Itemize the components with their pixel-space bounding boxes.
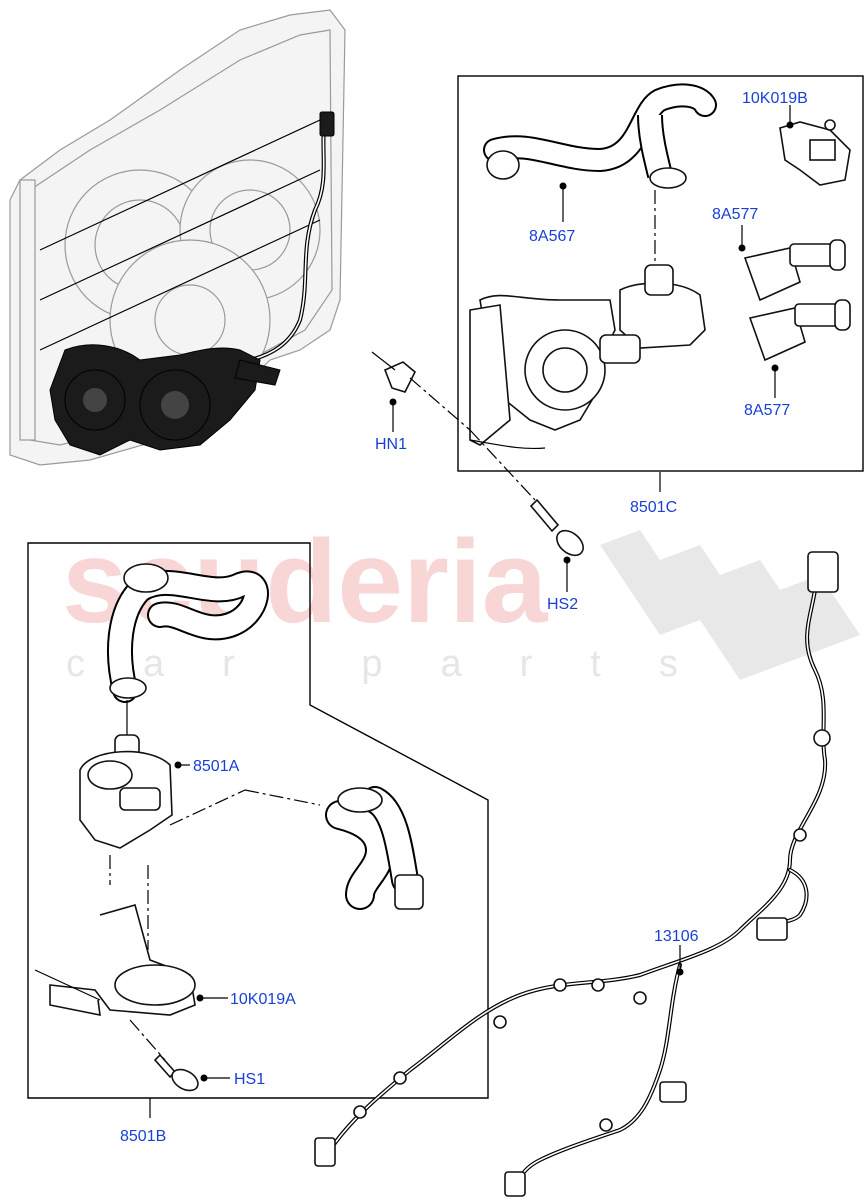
assembly-frame-8501b: [27, 542, 489, 1099]
pump-assembly-8501c: [469, 264, 706, 450]
bolt-hs2: [469, 429, 584, 557]
callout-10k019a: 10K019A: [230, 991, 296, 1008]
watermark-tagline: car parts: [66, 643, 736, 685]
hose-lower-8501b: [325, 786, 424, 910]
connector-line: [244, 789, 321, 806]
radiator-fan-assembly: [9, 9, 346, 466]
callout-10k019b: 10K019B: [742, 90, 808, 107]
callout-8a577-top: 8A577: [712, 206, 758, 223]
sensor-8a577-top: [743, 239, 846, 302]
callout-8501b: 8501B: [120, 1128, 166, 1145]
callout-hs2: HS2: [547, 596, 578, 613]
assembly-frame-8501c: [457, 75, 864, 472]
callout-hn1: HN1: [375, 436, 407, 453]
callout-hs1: HS1: [234, 1071, 265, 1088]
callout-8a567: 8A567: [529, 228, 575, 245]
bracket-10k019b: [779, 119, 851, 186]
callout-8a577-bottom: 8A577: [744, 402, 790, 419]
watermark: scuderia car parts: [62, 516, 860, 685]
watermark-checker: [600, 530, 860, 680]
hose-upper-8501b: [107, 563, 269, 703]
callout-8501c: 8501C: [630, 499, 677, 516]
sensor-8a577-bottom: [748, 299, 851, 362]
leader-lines: [149, 105, 794, 1118]
connector-line: [169, 789, 246, 826]
hose-8a567: [483, 83, 717, 189]
nut-hn1: [371, 351, 471, 431]
bracket-10k019a: [34, 904, 196, 1017]
pump-8501a: [79, 734, 173, 849]
bolt-hs1: [129, 1019, 199, 1092]
wiring-harness-13106: [314, 551, 839, 1197]
callout-8501a: 8501A: [193, 758, 240, 775]
callout-13106: 13106: [654, 928, 699, 945]
